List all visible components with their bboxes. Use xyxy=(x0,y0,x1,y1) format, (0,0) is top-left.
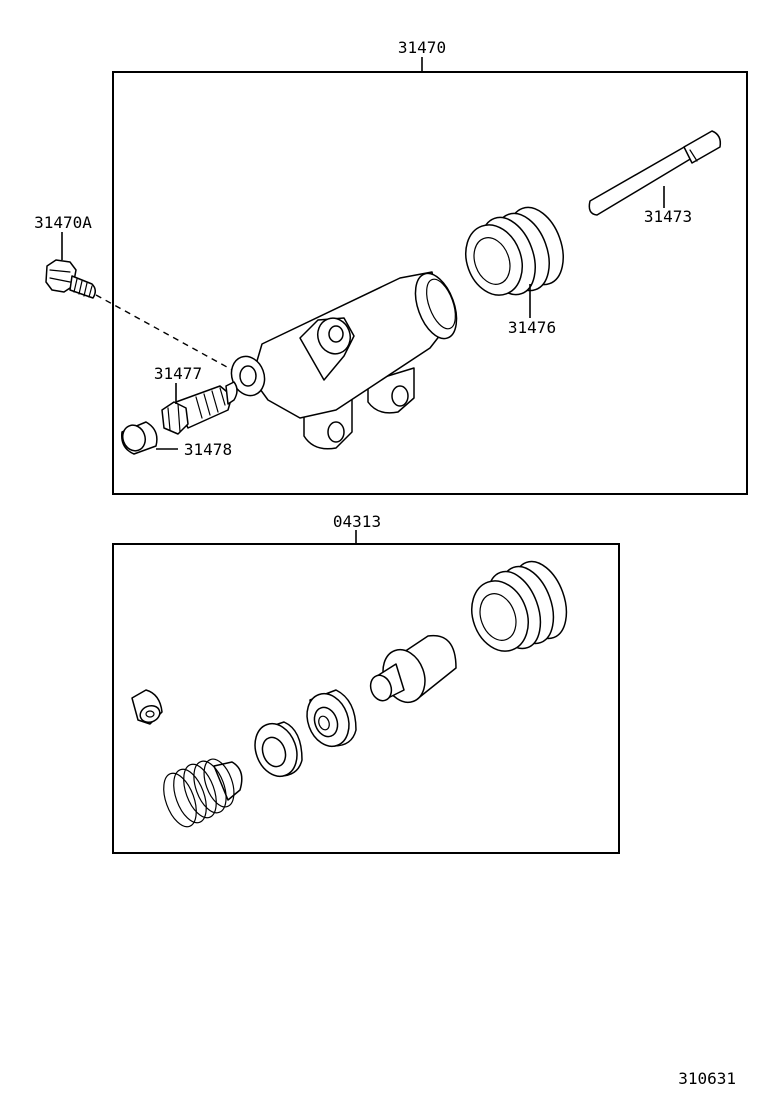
cylinder-body-part xyxy=(230,271,458,450)
kit-frame xyxy=(112,543,620,854)
kit-boot-part xyxy=(471,560,568,652)
kit-piston-part xyxy=(369,634,457,704)
kit-label: 04313 xyxy=(333,512,381,531)
bolt-part xyxy=(45,259,96,299)
bolt-label: 31470A xyxy=(34,213,92,232)
assembly-frame xyxy=(112,71,748,495)
bleeder-cap-label: 31478 xyxy=(184,440,232,459)
push-rod-label: 31473 xyxy=(644,207,692,226)
bleeder-plug-part xyxy=(161,381,238,435)
assembly-label: 31470 xyxy=(398,38,446,57)
boot-part xyxy=(465,206,564,296)
bleeder-plug-label: 31477 xyxy=(154,364,202,383)
boot-label: 31476 xyxy=(508,318,556,337)
figure-id: 310631 xyxy=(678,1069,736,1088)
kit-cup-seal-part xyxy=(306,689,357,748)
kit-seal-part xyxy=(254,721,303,778)
kit-bleeder-cap-part xyxy=(131,689,163,725)
kit-spring-part xyxy=(163,758,243,828)
bleeder-cap-part xyxy=(121,421,158,455)
push-rod-part xyxy=(588,130,722,216)
bolt-dashed-line xyxy=(95,294,237,373)
